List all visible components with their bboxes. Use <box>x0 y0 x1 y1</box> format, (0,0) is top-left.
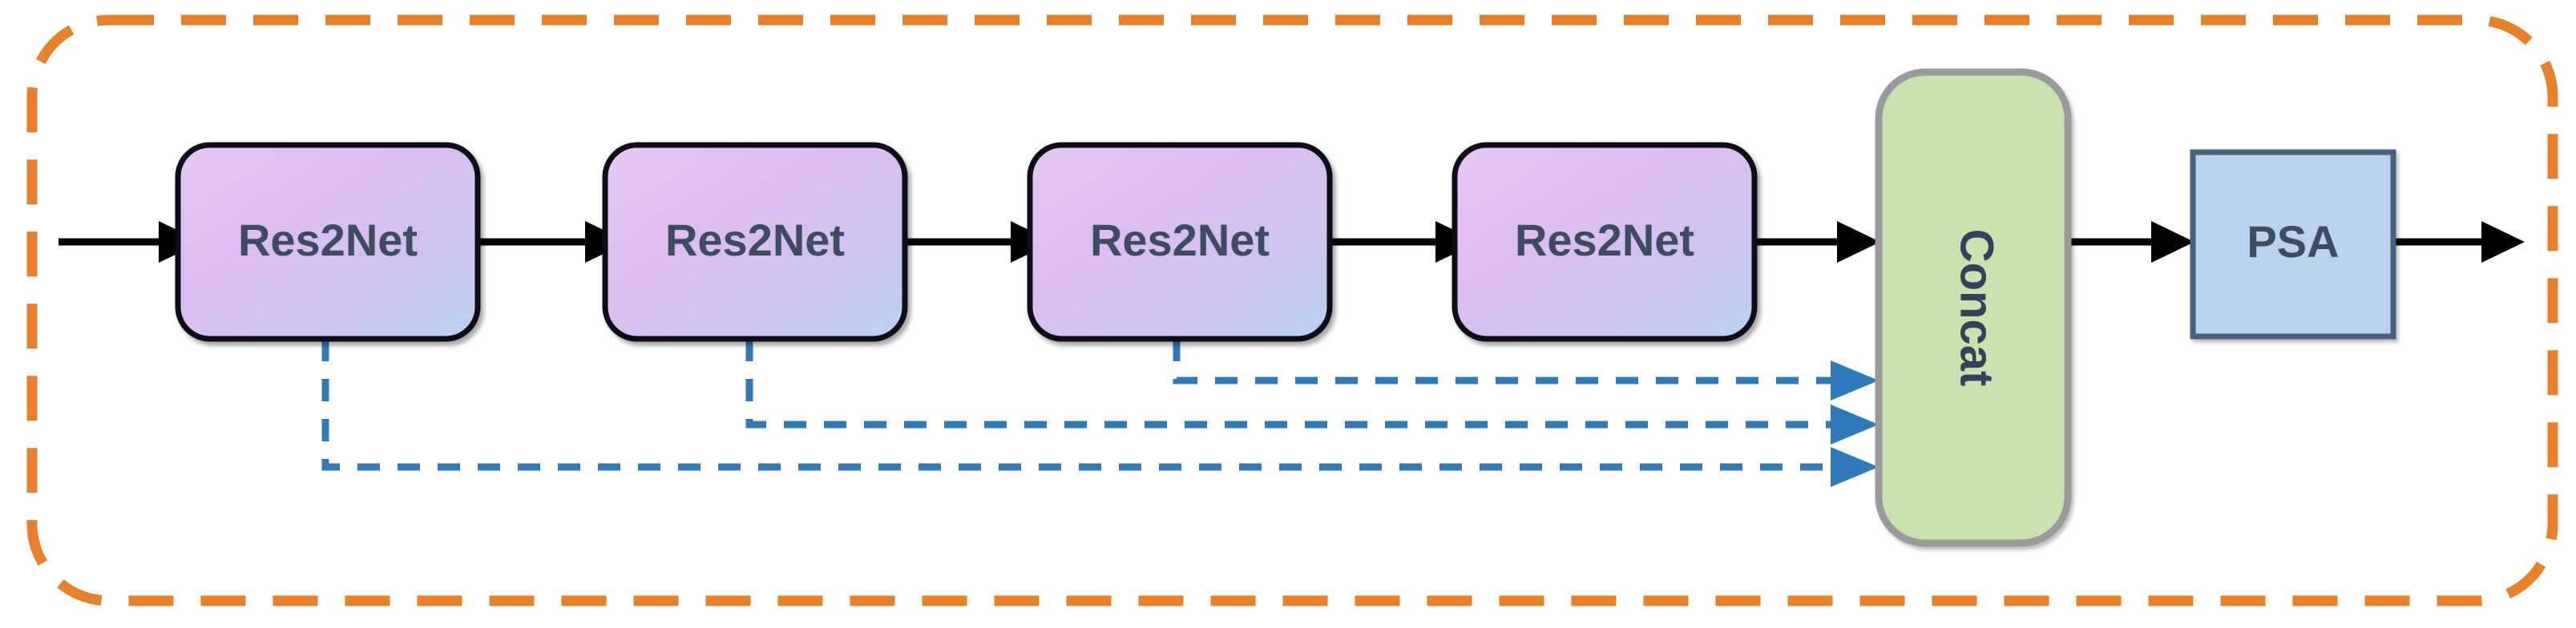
skip-connection-res2net-3 <box>1173 339 1879 401</box>
arrow-concat-psa <box>2068 221 2194 263</box>
res2net-4-shape[interactable] <box>1452 142 1758 342</box>
psa-shape[interactable] <box>2190 149 2396 340</box>
block-psa[interactable]: PSA <box>2190 149 2396 340</box>
module-boundary-dashed-rect <box>26 14 2558 606</box>
concat-shape[interactable] <box>1875 68 2072 547</box>
concat-label: Concat <box>1951 229 2003 387</box>
res2net-1-label: Res2Net <box>238 215 418 265</box>
skip-connections-group <box>321 339 1879 487</box>
block-res2net-4[interactable]: Res2Net <box>1452 142 1758 342</box>
skip-connection-res2net-1 <box>321 339 1879 487</box>
res2net-1-shape[interactable] <box>175 142 481 342</box>
arrow-res2net4-concat <box>1754 221 1880 263</box>
psa-label: PSA <box>2247 216 2339 267</box>
res2net-2-label: Res2Net <box>665 215 845 265</box>
output-arrow <box>2393 221 2525 263</box>
res2net-4-label: Res2Net <box>1515 215 1694 265</box>
block-concat[interactable]: Concat <box>1875 68 2072 547</box>
block-res2net-1[interactable]: Res2Net <box>175 142 481 342</box>
res2net-2-shape[interactable] <box>602 142 908 342</box>
res2net-3-label: Res2Net <box>1090 215 1270 265</box>
res2net-3-shape[interactable] <box>1027 142 1333 342</box>
block-res2net-2[interactable]: Res2Net <box>602 142 908 342</box>
block-res2net-3[interactable]: Res2Net <box>1027 142 1333 342</box>
skip-connection-res2net-2 <box>745 339 1879 445</box>
